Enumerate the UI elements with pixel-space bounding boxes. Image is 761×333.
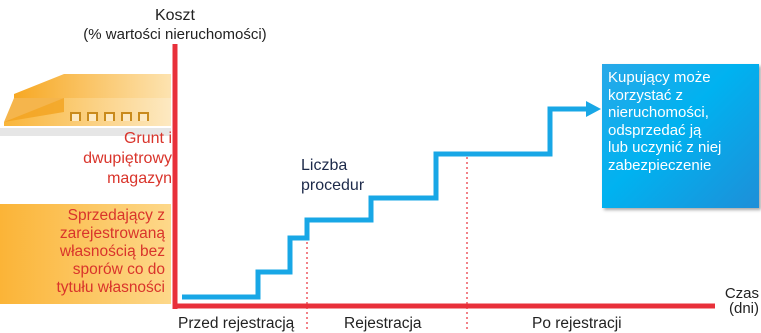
buyer-label-line: lub uczynić z niej xyxy=(608,139,722,156)
x-axis-title-text: Czas xyxy=(724,285,759,302)
phase-registration-label: Rejestracja xyxy=(344,315,422,332)
procedures-label-line: procedur xyxy=(301,177,365,194)
land-label-line: magazyn xyxy=(107,170,172,187)
seller-label-line: tytułu własności xyxy=(56,279,165,296)
seller-label-line: własnością bez xyxy=(59,243,165,260)
x-axis-title: Czas (dni) xyxy=(725,286,759,316)
procedure-step-line xyxy=(182,106,590,300)
buyer-box: Kupujący może korzystać z nieruchomości,… xyxy=(602,64,759,208)
land-label-line: Grunt i xyxy=(123,130,172,147)
procedures-label-line: Liczba xyxy=(301,157,348,174)
warehouse-icon xyxy=(0,74,171,136)
buyer-label: Kupujący może korzystać z nieruchomości,… xyxy=(608,69,721,174)
seller-label-line: zarejestrowaną xyxy=(59,225,165,242)
seller-label: Sprzedający z zarejestrowaną własnością … xyxy=(56,207,165,297)
land-label-line: dwupiętrowy xyxy=(83,150,172,167)
y-axis-title: Koszt xyxy=(154,7,195,24)
procedures-label: Liczba procedur xyxy=(301,156,364,196)
x-axis-unit: (dni) xyxy=(728,300,759,317)
y-axis-subtitle: (% wartości nieruchomości) xyxy=(83,26,267,43)
seller-box: Sprzedający z zarejestrowaną własnością … xyxy=(0,204,171,304)
phase-after-label: Po rejestracji xyxy=(532,315,622,332)
buyer-label-line: nieruchomości, xyxy=(608,104,709,121)
buyer-label-line: Kupujący może xyxy=(608,69,711,86)
phase-before-label: Przed rejestracją xyxy=(178,315,295,332)
land-label: Grunt i dwupiętrowy magazyn xyxy=(83,129,172,189)
seller-label-line: Sprzedający z xyxy=(67,207,165,224)
buyer-label-line: korzystać z xyxy=(608,86,684,104)
buyer-label-line: zabezpieczenie xyxy=(608,156,712,174)
buyer-label-line: odsprzedać ją xyxy=(608,121,702,139)
seller-label-line: sporów co do xyxy=(72,261,165,278)
arrow-right-icon xyxy=(586,101,601,117)
